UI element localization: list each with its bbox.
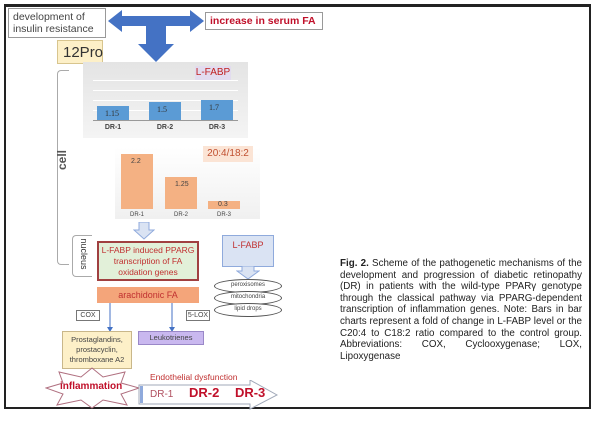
inflammation-star-icon [45, 367, 140, 409]
lfabp-bar-dr-2: 1.5 [149, 102, 181, 120]
ratio-category-label: DR-2 [173, 212, 188, 218]
progression-arrow-icon [138, 380, 278, 410]
lfabp-category-label: DR-1 [104, 124, 122, 131]
cell-bracket [57, 70, 69, 265]
inflammation-label: inflammation [60, 381, 123, 392]
cox-label: COX [76, 310, 100, 321]
insulin-resistance-box: development of insulin resistance [8, 8, 106, 38]
caption-label: Fig. 2. [340, 258, 369, 269]
leukotrienes-box: Leukotrienes [138, 331, 204, 345]
lfabp-category-label: DR-3 [208, 124, 226, 131]
stage-dr-1: DR-1 [150, 389, 174, 400]
ratio-chart-title: 20:4/18:2 [203, 146, 253, 162]
pparg-transcription-box: L-FABP induced PPARG transcription of FA… [97, 241, 199, 281]
ratio-bar-dr-3: 0.3 [208, 201, 240, 209]
ratio-bar-dr-1: 2.2 [121, 153, 153, 209]
arachidonic-fa-box: arachidonic FA [97, 287, 199, 303]
nucleus-bracket [72, 235, 92, 277]
cell-label: cell [55, 150, 69, 171]
lfabp-category-label: DR-2 [156, 124, 174, 131]
pathway-arrows [107, 303, 175, 332]
stage-dr-2: DR-2 [188, 385, 220, 400]
prostaglandins-box: Prostaglandins, prostacyclin, thromboxan… [62, 331, 132, 369]
stage-dr-3: DR-3 [234, 385, 266, 400]
organelle-lipid-drops: lipid drops [214, 303, 282, 317]
serum-fa-box: increase in serum FA [205, 12, 323, 30]
lfabp-bar-value: 1.15 [105, 109, 119, 119]
figure-frame [4, 4, 591, 409]
ratio-bar-dr-2: 1.25 [165, 177, 197, 209]
nucleus-label: nucleus [79, 238, 89, 270]
lfabp-down-arrow-icon [236, 266, 260, 280]
ratio-category-label: DR-3 [216, 212, 231, 218]
caption-text: Scheme of the pathogenetic mechanisms of… [340, 258, 582, 362]
lfabp-bar-value: 1.7 [209, 102, 219, 112]
lox-label: 5-LOX [186, 310, 210, 321]
t-arrow-icon [108, 10, 204, 62]
down-arrow-icon [133, 222, 155, 240]
figure-caption: Fig. 2. Scheme of the pathogenetic mecha… [340, 258, 582, 362]
lfabp-chart-title: L-FABP [195, 66, 231, 80]
ratio-category-label: DR-1 [129, 212, 144, 218]
lfabp-bar-dr-1: 1.15 [97, 106, 129, 120]
lfabp-box: L-FABP [222, 235, 274, 267]
lfabp-bar-value: 1.5 [157, 105, 167, 114]
genotype-label: 12Pro [57, 40, 103, 64]
ratio-bar-value: 2.2 [131, 157, 141, 165]
lfabp-bar-dr-3: 1.7 [201, 99, 233, 120]
ratio-bar-value: 1.25 [175, 181, 189, 189]
progression-stages: DR-1 DR-2 DR-3 [150, 385, 277, 400]
endothelial-dysfunction-label: Endothelial dysfunction [150, 372, 238, 382]
ratio-bar-value: 0.3 [218, 201, 228, 209]
